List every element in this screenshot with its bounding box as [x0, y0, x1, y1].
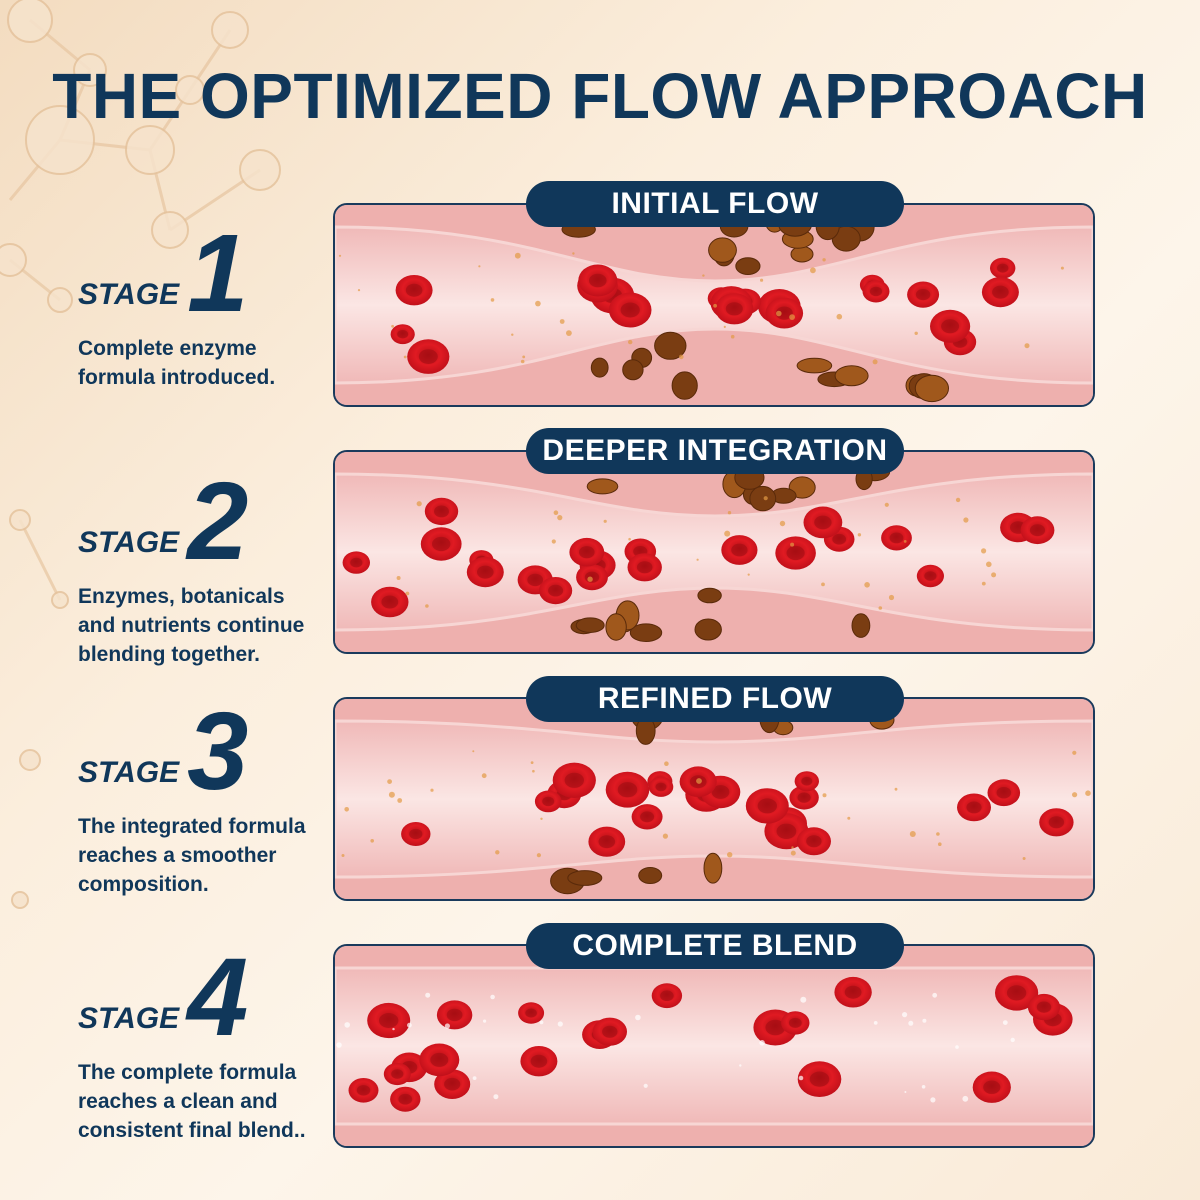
stage-label-pill: COMPLETE BLEND: [526, 923, 904, 969]
stage-description: The complete formula reaches a clean and…: [78, 1061, 306, 1142]
sparkle-particles: [341, 750, 1091, 860]
vessel-illustration: [333, 944, 1095, 1148]
stage-description: The integrated formula reaches a smoothe…: [78, 815, 306, 896]
plaque-deposit-icon: [561, 211, 950, 403]
stage-word: STAGE: [78, 756, 180, 789]
vessel-svg: [335, 452, 1093, 652]
sparkle-particles: [336, 992, 1015, 1103]
red-blood-cell-icon: [342, 497, 1055, 618]
stage-label-pill: INITIAL FLOW: [526, 181, 904, 227]
red-blood-cell-icon: [401, 762, 1074, 857]
vessel-svg: [335, 699, 1093, 899]
vessel-illustration: [333, 450, 1095, 654]
stage-word: STAGE: [78, 278, 180, 311]
plaque-deposit-icon: [570, 461, 891, 642]
sparkle-particles: [338, 252, 1064, 365]
stage-number: 1: [187, 212, 249, 335]
stage-item: STAGE 4 The complete formula reaches a c…: [78, 936, 328, 1145]
stage-word: STAGE: [78, 526, 180, 559]
stage-description: Complete enzyme formula introduced.: [78, 337, 276, 389]
vessel-illustration: [333, 697, 1095, 901]
page-title: THE OPTIMIZED FLOW APPROACH: [52, 60, 1148, 132]
stage-item: STAGE 2 Enzymes, botanicals and nutrient…: [78, 460, 328, 669]
vessel-svg: [335, 205, 1093, 405]
red-blood-cell-icon: [390, 257, 1019, 374]
stage-word: STAGE: [78, 1002, 180, 1035]
stage-item: STAGE 1 Complete enzyme formula introduc…: [78, 212, 328, 392]
stage-item: STAGE 3 The integrated formula reaches a…: [78, 690, 328, 899]
stage-number: 4: [187, 936, 249, 1059]
red-blood-cell-icon: [348, 975, 1073, 1112]
vessel-svg: [335, 946, 1093, 1146]
stage-label-pill: DEEPER INTEGRATION: [526, 428, 904, 474]
stage-description: Enzymes, botanicals and nutrients contin…: [78, 585, 305, 666]
stage-label-pill: REFINED FLOW: [526, 676, 904, 722]
vessel-illustration: [333, 203, 1095, 407]
stage-number: 3: [187, 690, 249, 813]
sparkle-particles: [396, 496, 997, 610]
stage-number: 2: [187, 460, 249, 583]
